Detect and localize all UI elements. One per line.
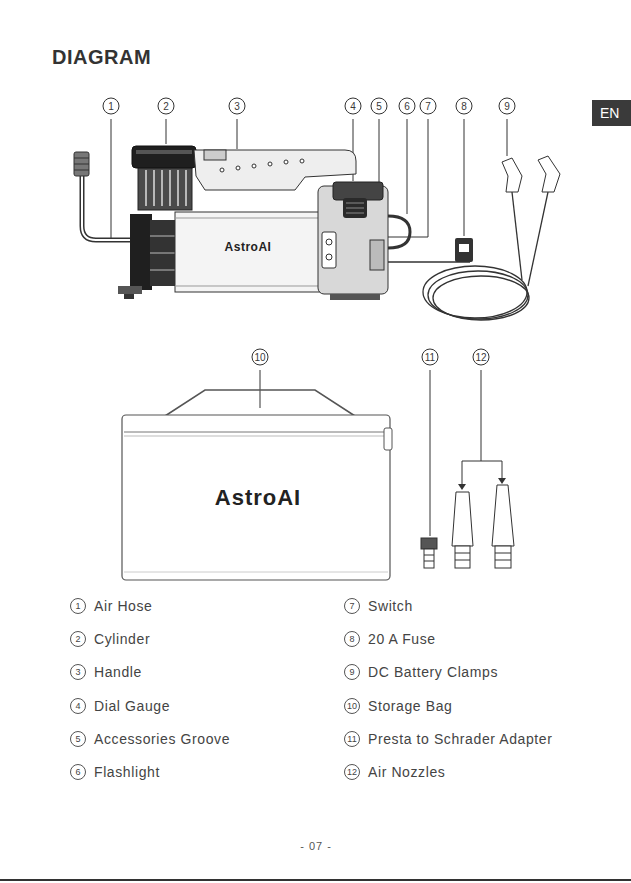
- gauge-housing: [318, 182, 410, 300]
- legend-number: 4: [70, 698, 86, 714]
- callout-number: 9: [499, 98, 516, 115]
- part-name: Air Hose: [94, 598, 152, 614]
- part-name: Switch: [368, 598, 413, 614]
- part-name: Accessories Groove: [94, 731, 230, 747]
- legend-number: 5: [70, 731, 86, 747]
- legend-number: 9: [344, 664, 360, 680]
- storage-bag: [122, 390, 392, 580]
- callout-number: 6: [399, 98, 416, 115]
- cylinder: [132, 146, 196, 210]
- callout-number: 1: [103, 98, 120, 115]
- motor: [118, 212, 320, 299]
- part-name: Presta to Schrader Adapter: [368, 731, 552, 747]
- page-title: DIAGRAM: [52, 46, 151, 69]
- adapter-and-nozzles: [421, 485, 514, 568]
- callout-number: 2: [158, 98, 175, 115]
- legend-number: 11: [344, 731, 360, 747]
- callout-number: 5: [371, 98, 388, 115]
- wires: [388, 192, 548, 320]
- battery-clamps: [502, 156, 560, 192]
- page-number: - 07 -: [300, 840, 332, 852]
- callout-number: 11: [422, 349, 439, 366]
- callout-number: 4: [345, 98, 362, 115]
- callout-number: 7: [420, 98, 437, 115]
- callout-number: 3: [229, 98, 246, 115]
- legend-number: 3: [70, 664, 86, 680]
- language-tab: EN: [592, 100, 631, 126]
- part-name: DC Battery Clamps: [368, 664, 498, 680]
- part-name: Air Nozzles: [368, 764, 445, 780]
- part-name: Dial Gauge: [94, 698, 170, 714]
- part-name: Handle: [94, 664, 142, 680]
- tab-text: EN: [600, 105, 619, 121]
- callout-number: 10: [252, 349, 269, 366]
- part-name: 20 A Fuse: [368, 631, 436, 647]
- legend-number: 1: [70, 598, 86, 614]
- fuse: [455, 238, 473, 262]
- callout-number: 8: [456, 98, 473, 115]
- brand-logo: AstroAI: [215, 485, 301, 511]
- legend-number: 8: [344, 631, 360, 647]
- callout-number: 12: [473, 349, 490, 366]
- part-name: Storage Bag: [368, 698, 452, 714]
- handle: [194, 150, 356, 190]
- legend-number: 10: [344, 698, 360, 714]
- legend-number: 2: [70, 631, 86, 647]
- part-name: Cylinder: [94, 631, 150, 647]
- legend-number: 7: [344, 598, 360, 614]
- brand-logo: AstroAI: [225, 240, 272, 254]
- legend-number: 12: [344, 764, 360, 780]
- legend-number: 6: [70, 764, 86, 780]
- page-rule: [0, 879, 631, 881]
- part-name: Flashlight: [94, 764, 160, 780]
